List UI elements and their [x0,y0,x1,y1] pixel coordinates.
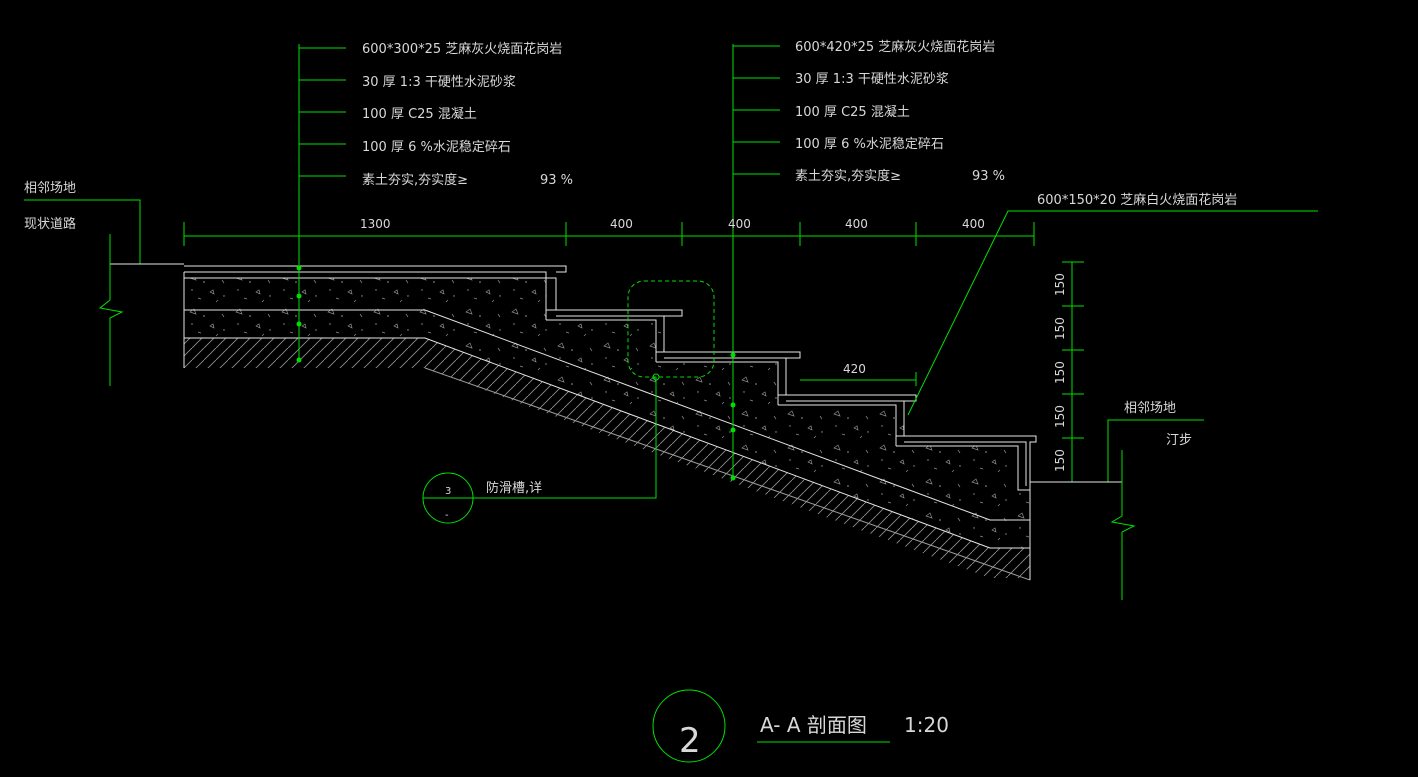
dim-1300: 1300 [360,217,391,231]
detail-reference [422,472,474,524]
title-name: A- A 剖面图 [760,713,867,737]
step-profile [184,265,1037,491]
right-callout-3: 100 厚 C25 混凝土 [795,104,910,120]
left-callout-1: 600*300*25 芝麻灰火烧面花岗岩 [362,41,562,57]
right-callout-1: 600*420*25 芝麻灰火烧面花岗岩 [795,39,995,55]
detail-label: 防滑槽,详 [486,480,542,496]
gravel-layer [184,310,1030,548]
left-callout-5: 素土夯实,夯实度≥ [362,172,468,188]
left-ground [24,199,184,386]
left-callout-3: 100 厚 C25 混凝土 [362,106,477,122]
leaders [296,44,1318,499]
detail-reference-text: 3 - 防滑槽,详 [445,480,542,521]
concrete-layer [184,278,1030,520]
detail-sheet: - [445,510,449,521]
dim-riser-4: 150 [1053,405,1067,428]
right-site-line2: 汀步 [1166,433,1192,448]
title-text: 2 A- A 剖面图 1:20 [679,713,949,761]
right-callout-4: 100 厚 6 %水泥稳定碎石 [795,136,944,152]
dim-400-a: 400 [610,217,633,231]
dim-riser-3: 150 [1053,361,1067,384]
left-callout-4: 100 厚 6 %水泥稳定碎石 [362,139,511,155]
dim-tread: 420 [843,362,866,376]
dim-riser-5: 150 [1053,449,1067,472]
right-ground [1030,419,1204,600]
layer-lines [183,272,1031,581]
dim-400-d: 400 [962,217,985,231]
right-site-line1: 相邻场地 [1124,401,1176,416]
dim-400-c: 400 [845,217,868,231]
detail-number: 3 [445,486,451,497]
step-finish-callout: 600*150*20 芝麻白火烧面花岗岩 [1037,192,1237,208]
right-callout-percent: 93 % [972,169,1005,184]
left-callout-percent: 93 % [540,173,573,188]
soil-layer [184,338,1030,578]
title-number: 2 [679,721,701,761]
dimension-text: 1300 400 400 400 400 420 150 150 150 150… [360,217,1067,472]
dim-riser-1: 150 [1053,273,1067,296]
left-site-line2: 现状道路 [24,216,76,232]
dim-400-b: 400 [728,217,751,231]
top-dimension [183,222,1035,246]
right-callout-2: 30 厚 1:3 干硬性水泥砂浆 [795,72,949,87]
right-callout-text: 600*420*25 芝麻灰火烧面花岗岩 30 厚 1:3 干硬性水泥砂浆 10… [795,39,1237,208]
tread-dimension [800,372,917,386]
dim-riser-2: 150 [1053,317,1067,340]
right-callout-5: 素土夯实,夯实度≥ [795,168,901,184]
left-callout-text: 600*300*25 芝麻灰火烧面花岗岩 30 厚 1:3 干硬性水泥砂浆 10… [362,41,573,188]
site-labels: 相邻场地 现状道路 相邻场地 汀步 [24,181,1192,448]
title-scale: 1:20 [904,713,949,737]
title-mark [652,689,890,763]
left-callout-2: 30 厚 1:3 干硬性水泥砂浆 [362,75,516,90]
left-site-line1: 相邻场地 [24,181,76,196]
